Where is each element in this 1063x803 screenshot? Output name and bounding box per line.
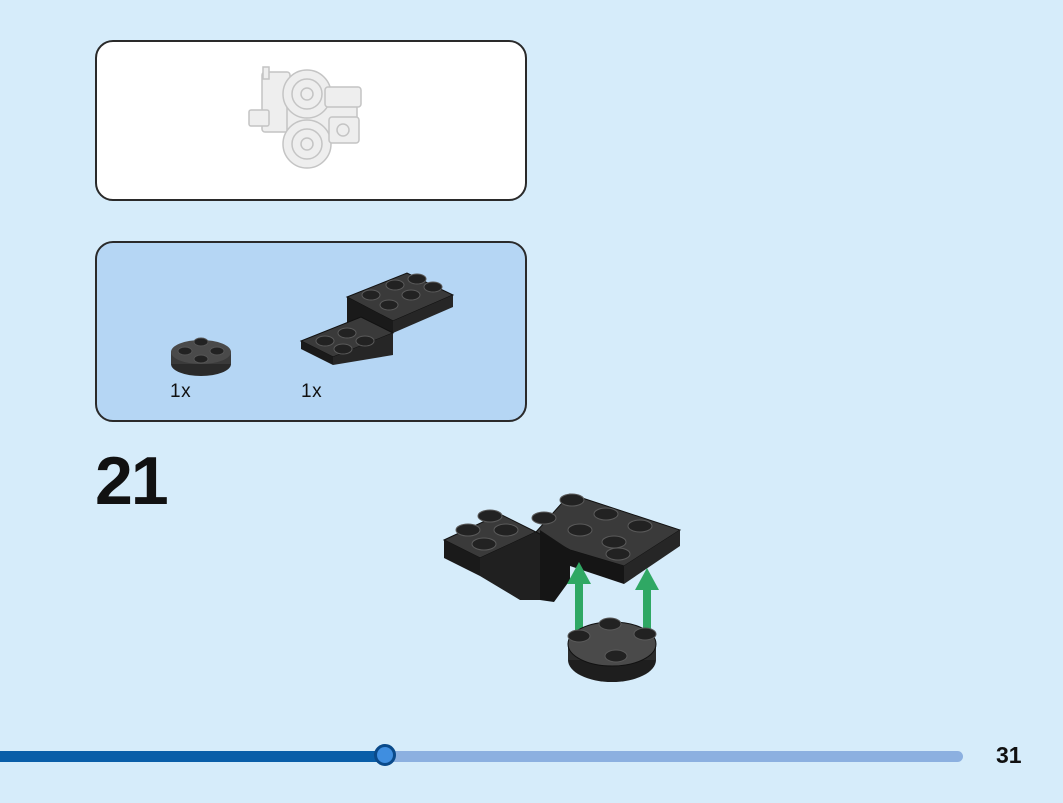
progress-bar <box>0 744 963 766</box>
model-preview-image <box>248 66 362 169</box>
model-preview-panel <box>95 40 527 201</box>
parts-list-panel: 1x 1x <box>95 241 527 422</box>
progress-knob <box>374 744 397 766</box>
bracket-plate-part-icon <box>299 272 455 365</box>
round-plate-part-icon <box>171 337 231 376</box>
progress-fill <box>0 751 386 762</box>
part-quantity: 1x <box>301 381 323 402</box>
part-quantity: 1x <box>170 381 192 402</box>
step-number: 21 <box>95 443 169 519</box>
build-step-illustration <box>442 493 682 682</box>
page-number: 31 <box>996 742 1022 768</box>
